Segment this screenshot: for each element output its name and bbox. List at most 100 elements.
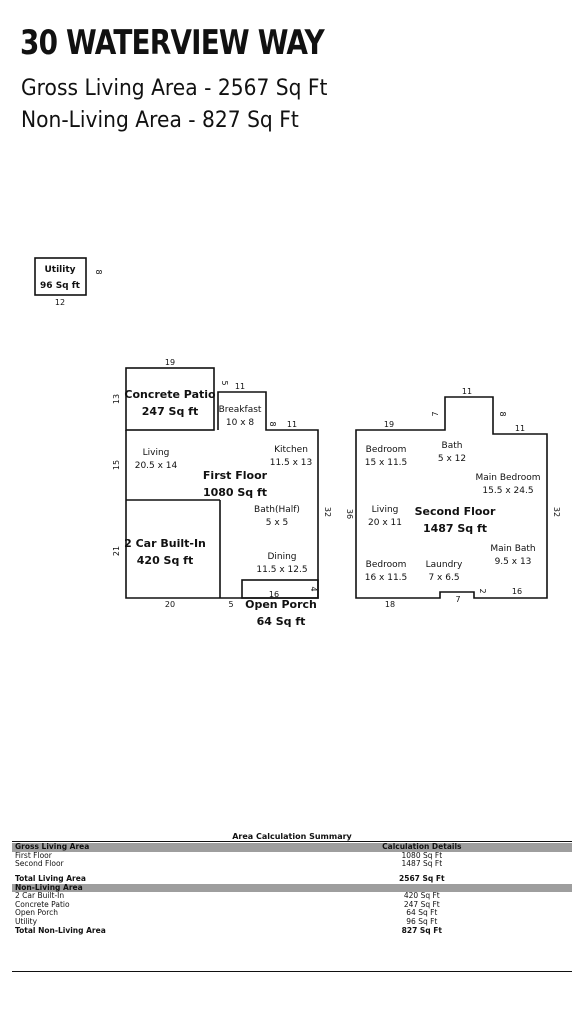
- sf-dim-19: 19: [384, 420, 394, 429]
- row-value: 1487 Sq Ft: [401, 859, 443, 869]
- main-bedroom-size: 15.5 x 24.5: [482, 486, 533, 496]
- nonliving-header-label: Non-Living Area: [15, 882, 83, 892]
- porch-label: Open Porch: [245, 598, 317, 611]
- half-bath-label: Bath(Half): [254, 505, 300, 515]
- ff-dim-15: 15: [112, 460, 121, 470]
- bedroom2-label: Bedroom: [366, 560, 407, 570]
- utility-label: Utility: [44, 265, 75, 275]
- total-living-value: 2567 Sq Ft: [399, 873, 445, 883]
- ff-dim-13: 13: [112, 394, 121, 404]
- garage-label: 2 Car Built-In: [124, 537, 206, 550]
- ff-dim-32: 32: [323, 507, 332, 517]
- half-bath-size: 5 x 5: [266, 518, 289, 528]
- total-nonliving-value: 827 Sq Ft: [401, 925, 442, 935]
- kitchen-size: 11.5 x 13: [270, 458, 313, 468]
- kitchen-label: Kitchen: [274, 445, 308, 455]
- total-nonliving-row: Total Non-Living Area 827 Sq Ft: [12, 925, 572, 936]
- floor-plan-diagram: Utility 96 Sq ft 12 8 19 5 11 8 11 13 15…: [34, 257, 561, 628]
- row-label: Concrete Patio: [15, 899, 70, 909]
- sf-dim-32: 32: [552, 507, 561, 517]
- row-label: 2 Car Built-In: [15, 891, 65, 901]
- row-value: 247 Sq Ft: [403, 899, 440, 909]
- table-row: Concrete Patio 247 Sq Ft: [12, 899, 572, 910]
- sf-dim-7b: 7: [455, 595, 460, 604]
- row-label: Open Porch: [15, 908, 59, 918]
- row-label: Second Floor: [15, 859, 64, 869]
- gross-living-area-line: Gross Living Area - 2567 Sq Ft: [21, 76, 328, 101]
- row-value: 96 Sq Ft: [406, 917, 438, 926]
- table-row: Second Floor 1487 Sq Ft: [12, 860, 572, 869]
- non-living-area-line: Non-Living Area - 827 Sq Ft: [21, 108, 299, 133]
- row-label: Utility: [15, 917, 38, 926]
- sf-dim-7: 7: [431, 411, 440, 416]
- sf-dim-16: 16: [512, 587, 522, 596]
- patio-label: Concrete Patio: [124, 388, 216, 401]
- table-row: 2 Car Built-In 420 Sq Ft: [12, 891, 572, 901]
- ff-dim-4: 4: [309, 586, 318, 591]
- porch-area: 64 Sq ft: [257, 615, 306, 628]
- utility-dim-height: 8: [94, 269, 103, 274]
- second-floor-plan: 11 19 7 8 11 36 32 18 7 2 16 Bedroom 15 …: [345, 387, 561, 609]
- sf-dim-8: 8: [498, 411, 507, 416]
- sf-living-label: Living: [372, 505, 399, 515]
- property-title: 30 WATERVIEW WAY: [20, 23, 325, 63]
- concrete-patio-outline: [125, 367, 215, 431]
- ff-living-size: 20.5 x 14: [135, 461, 178, 471]
- first-floor-plan: 19 5 11 8 11 13 15 21 20 5 32 16 4 Concr…: [112, 358, 332, 628]
- gross-header-row: Gross Living Area Calculation Details: [12, 842, 572, 852]
- dining-label: Dining: [267, 552, 296, 562]
- row-value: 64 Sq Ft: [406, 908, 438, 918]
- dining-size: 11.5 x 12.5: [256, 565, 307, 575]
- sf-dim-18: 18: [385, 600, 395, 609]
- ff-dim-11b: 11: [287, 420, 297, 429]
- garage-area: 420 Sq ft: [137, 554, 193, 567]
- open-porch-outline: [241, 579, 319, 599]
- laundry-size: 7 x 6.5: [428, 573, 459, 583]
- bedroom1-size: 15 x 11.5: [365, 458, 408, 468]
- ff-dim-21: 21: [112, 546, 121, 556]
- utility-room: Utility 96 Sq ft 12 8: [34, 257, 103, 307]
- summary-title: Area Calculation Summary: [232, 832, 352, 841]
- row-label: First Floor: [15, 850, 52, 860]
- sf-dim-11top: 11: [462, 387, 472, 396]
- ff-living-label: Living: [143, 448, 170, 458]
- row-value: 420 Sq Ft: [403, 891, 440, 901]
- second-floor-area: 1487 Sq ft: [423, 522, 487, 535]
- total-nonliving-label: Total Non-Living Area: [15, 925, 106, 935]
- gross-header-label: Gross Living Area: [15, 842, 90, 851]
- main-bedroom-label: Main Bedroom: [475, 473, 540, 483]
- summary-bottom-rule: [12, 971, 572, 972]
- ff-dim-11a: 11: [235, 382, 245, 391]
- area-summary-table: Gross Living Area Calculation Details Fi…: [12, 842, 572, 936]
- details-header: Calculation Details: [382, 842, 462, 851]
- sf-living-size: 20 x 11: [368, 518, 402, 528]
- sf-dim-11r: 11: [515, 424, 525, 433]
- bedroom1-label: Bedroom: [366, 445, 407, 455]
- utility-area: 96 Sq ft: [40, 281, 81, 291]
- sf-bath-size: 5 x 12: [438, 454, 466, 464]
- breakfast-size: 10 x 8: [226, 418, 255, 428]
- ff-dim-8: 8: [268, 421, 277, 426]
- first-floor-outline: [125, 391, 319, 599]
- sf-bath-label: Bath: [442, 441, 463, 451]
- table-row: First Floor 1080 Sq Ft: [12, 850, 572, 861]
- first-floor-label: First Floor: [203, 469, 268, 482]
- bedroom2-size: 16 x 11.5: [365, 573, 408, 583]
- total-living-row: Total Living Area 2567 Sq Ft: [12, 873, 572, 884]
- patio-area: 247 Sq ft: [142, 405, 198, 418]
- second-floor-outline: [355, 396, 548, 599]
- ff-dim-5: 5: [220, 380, 229, 385]
- table-row: Open Porch 64 Sq Ft: [12, 909, 572, 918]
- sf-dim-36: 36: [345, 509, 354, 519]
- second-floor-label: Second Floor: [415, 505, 496, 518]
- ff-dim-16: 16: [269, 590, 279, 599]
- main-bath-label: Main Bath: [490, 544, 535, 554]
- ff-dim-20: 20: [165, 600, 175, 609]
- nonliving-header-row: Non-Living Area: [12, 882, 572, 893]
- main-bath-size: 9.5 x 13: [495, 557, 532, 567]
- utility-dim-width: 12: [55, 298, 65, 307]
- breakfast-label: Breakfast: [219, 405, 262, 415]
- ff-dim-top: 19: [165, 358, 175, 367]
- table-row: Utility 96 Sq Ft: [12, 917, 572, 927]
- summary-top-rule: [12, 841, 572, 842]
